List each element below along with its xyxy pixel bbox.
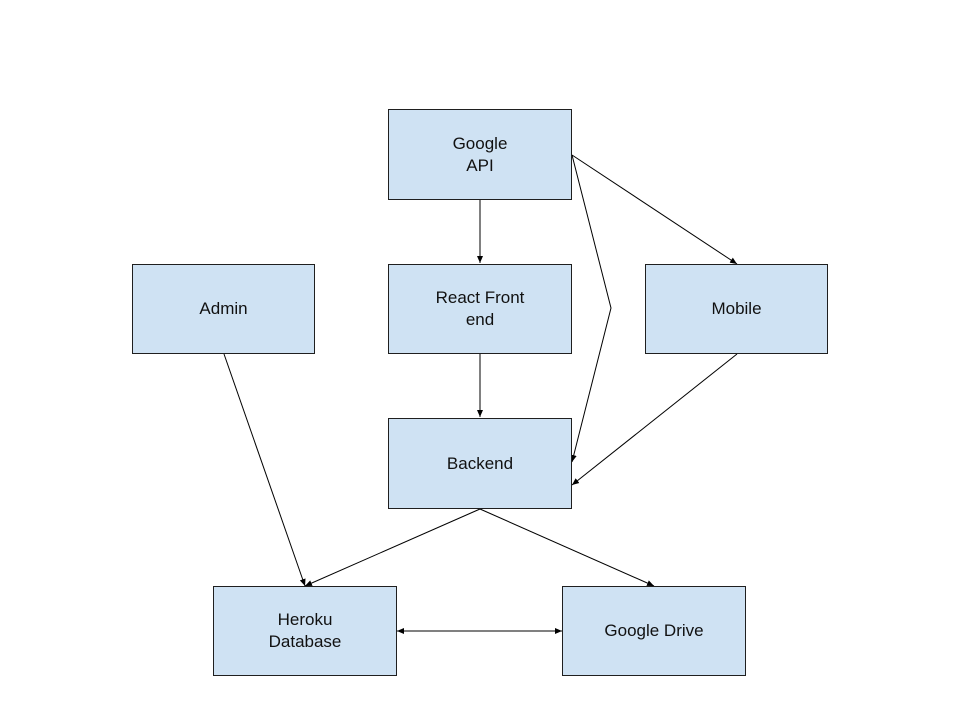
edge-mobile-to-backend xyxy=(571,353,738,486)
edge-admin-to-heroku-database xyxy=(223,353,306,587)
edge-google-api-to-mobile xyxy=(571,154,738,265)
edge-google-api-to-backend xyxy=(570,154,612,463)
edge-backend-to-heroku-database xyxy=(304,508,481,587)
node-google-drive: Google Drive xyxy=(562,586,746,676)
node-backend: Backend xyxy=(388,418,572,509)
node-google-api: Google API xyxy=(388,109,572,200)
node-mobile: Mobile xyxy=(645,264,828,354)
edge-backend-to-google-drive xyxy=(479,508,655,587)
node-react-frontend: React Front end xyxy=(388,264,572,354)
node-admin: Admin xyxy=(132,264,315,354)
node-heroku-database: Heroku Database xyxy=(213,586,397,676)
